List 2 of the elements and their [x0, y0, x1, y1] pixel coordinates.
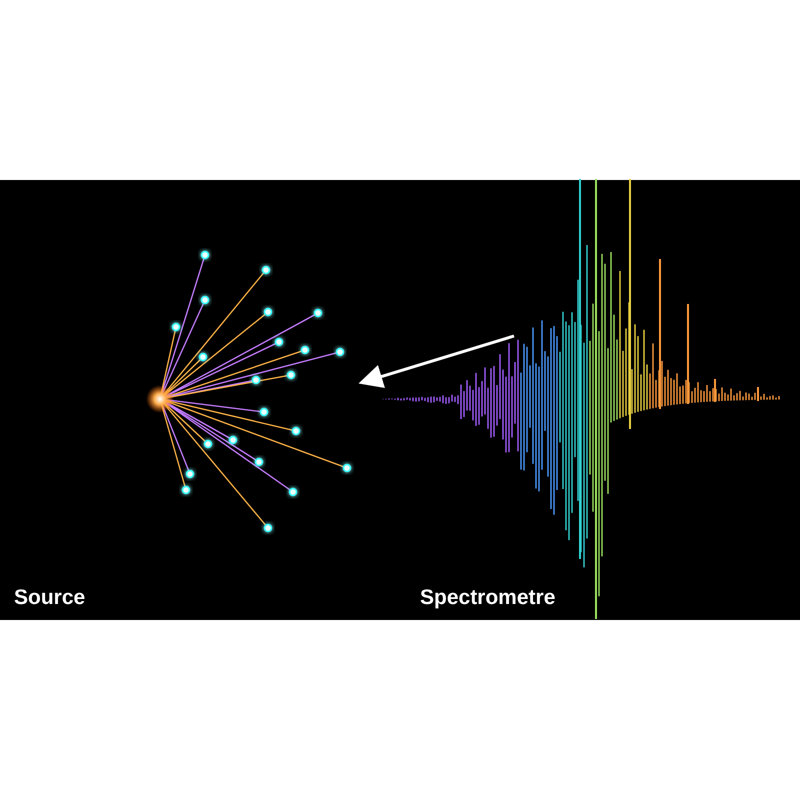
- region-label: Spectrometre: [420, 586, 556, 610]
- region-label: Source: [14, 586, 86, 610]
